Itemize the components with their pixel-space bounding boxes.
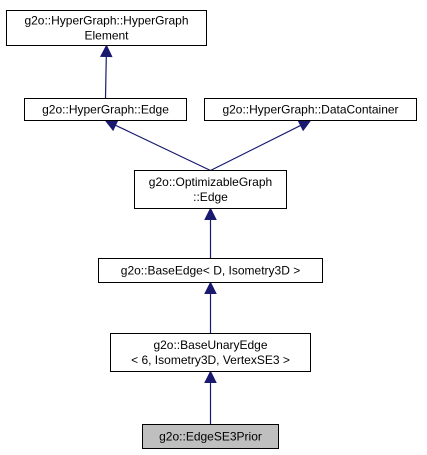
class-node-label: Element: [84, 29, 129, 43]
class-node-box: [142, 424, 279, 449]
class-node-label: ::Edge: [193, 190, 228, 204]
class-node-edgese3prior[interactable]: g2o::EdgeSE3Prior: [142, 424, 279, 449]
class-nodes: g2o::HyperGraph::HyperGraphElementg2o::H…: [6, 10, 417, 449]
arrow-line: [104, 56, 107, 99]
arrow-head: [99, 44, 113, 58]
class-node-label: g2o::HyperGraph::HyperGraph: [24, 14, 188, 28]
class-node-box: [6, 10, 207, 46]
inheritance-arrow-baseunaryedge-to-baseedge: [204, 281, 217, 334]
inheritance-arrow-hypergraph-edge-to-hypergraph-element: [99, 44, 113, 99]
class-node-box: [110, 333, 311, 372]
class-node-label: g2o::BaseEdge< D, Isometry3D >: [121, 264, 300, 278]
class-node-label: g2o::EdgeSE3Prior: [159, 430, 262, 444]
class-node-label: g2o::OptimizableGraph: [149, 175, 272, 189]
arrow-head: [204, 370, 217, 383]
class-node-hypergraph-datacontainer[interactable]: g2o::HyperGraph::DataContainer: [204, 98, 417, 121]
class-node-baseedge[interactable]: g2o::BaseEdge< D, Isometry3D >: [98, 258, 323, 283]
class-node-box: [134, 170, 287, 209]
arrow-line: [115, 124, 211, 172]
class-node-label: g2o::BaseUnaryEdge: [153, 338, 267, 352]
arrow-line: [210, 124, 301, 172]
inheritance-arrow-optimizablegraph-edge-to-hypergraph-datacontainer: [210, 120, 312, 172]
class-node-label: < 6, Isometry3D, VertexSE3 >: [131, 353, 290, 367]
inheritance-arrow-edgese3prior-to-baseunaryedge: [204, 370, 217, 425]
arrow-head: [204, 207, 217, 220]
class-node-box: [24, 98, 187, 121]
class-node-box: [204, 98, 417, 121]
arrow-head: [204, 281, 217, 294]
class-node-box: [98, 258, 323, 283]
arrow-head: [104, 119, 119, 132]
class-node-label: g2o::HyperGraph::DataContainer: [222, 103, 398, 117]
class-node-hypergraph-edge[interactable]: g2o::HyperGraph::Edge: [24, 98, 187, 121]
class-node-optimizablegraph-edge[interactable]: g2o::OptimizableGraph::Edge: [134, 170, 287, 209]
class-node-baseunaryedge[interactable]: g2o::BaseUnaryEdge< 6, Isometry3D, Verte…: [110, 333, 311, 372]
class-node-label: g2o::HyperGraph::Edge: [42, 103, 169, 117]
inheritance-arrow-optimizablegraph-edge-to-hypergraph-edge: [104, 119, 211, 172]
inheritance-arrow-baseedge-to-optimizablegraph-edge: [204, 207, 217, 259]
